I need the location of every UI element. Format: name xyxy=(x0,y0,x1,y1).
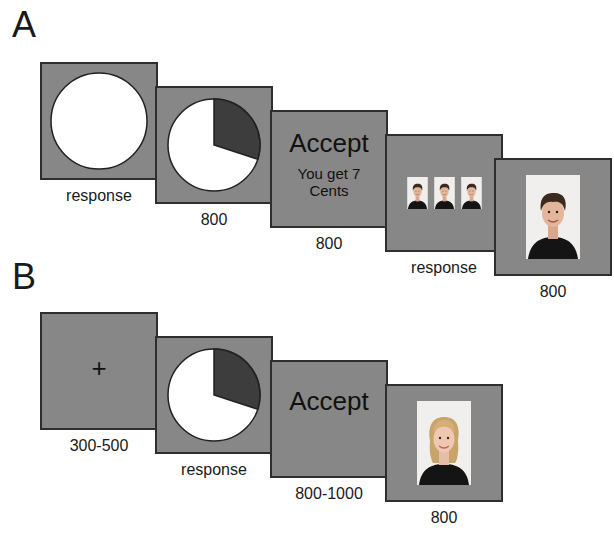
duration-caption-slot: 800-1000 xyxy=(295,485,363,503)
panel-label: A xyxy=(12,4,36,45)
duration-caption: 800 xyxy=(540,283,567,301)
face-photo-small xyxy=(434,177,455,209)
screen: AcceptYou get 7 Cents800 xyxy=(270,110,388,228)
pie-circle xyxy=(168,99,260,191)
face-photo xyxy=(417,401,471,485)
screen-text-slot: Accept xyxy=(289,129,369,159)
screen-text-slot: Accept xyxy=(289,387,369,417)
duration-caption-slot: 800 xyxy=(431,509,458,527)
screen-text-slot: + xyxy=(91,354,106,384)
duration-caption-slot: 300-500 xyxy=(70,437,129,455)
panel-label-slot: B xyxy=(12,256,36,297)
choice-circle xyxy=(51,73,147,169)
duration-caption-slot: 800 xyxy=(540,283,567,301)
duration-caption-slot: response xyxy=(411,259,477,277)
pie-slice xyxy=(214,99,260,159)
pie-circle xyxy=(168,349,260,441)
face-photo xyxy=(526,175,580,259)
panel-label-slot: A xyxy=(12,4,36,45)
screen-text: + xyxy=(91,354,106,384)
duration-caption-slot: 800 xyxy=(316,235,343,253)
duration-caption: response xyxy=(411,259,477,277)
pie-slice xyxy=(214,349,260,409)
duration-caption: 800 xyxy=(201,211,228,229)
face-photo-small xyxy=(461,177,482,209)
duration-caption: 800 xyxy=(316,235,343,253)
screen-text: Accept xyxy=(289,129,369,159)
panel-label: B xyxy=(12,256,36,297)
face-photo-small xyxy=(407,177,428,209)
screen: Accept800-1000 xyxy=(270,360,388,478)
duration-caption: 800-1000 xyxy=(295,485,363,503)
duration-caption: response xyxy=(66,187,132,205)
screen-text: You get 7 Cents xyxy=(289,165,369,200)
duration-caption-slot: response xyxy=(66,187,132,205)
duration-caption: 800 xyxy=(431,509,458,527)
screen: +300-500 xyxy=(40,312,158,430)
screen-text: Accept xyxy=(289,387,369,417)
duration-caption: response xyxy=(181,461,247,479)
duration-caption-slot: 800 xyxy=(201,211,228,229)
duration-caption: 300-500 xyxy=(70,437,129,455)
duration-caption-slot: response xyxy=(181,461,247,479)
screen-text-slot: You get 7 Cents xyxy=(289,165,369,200)
